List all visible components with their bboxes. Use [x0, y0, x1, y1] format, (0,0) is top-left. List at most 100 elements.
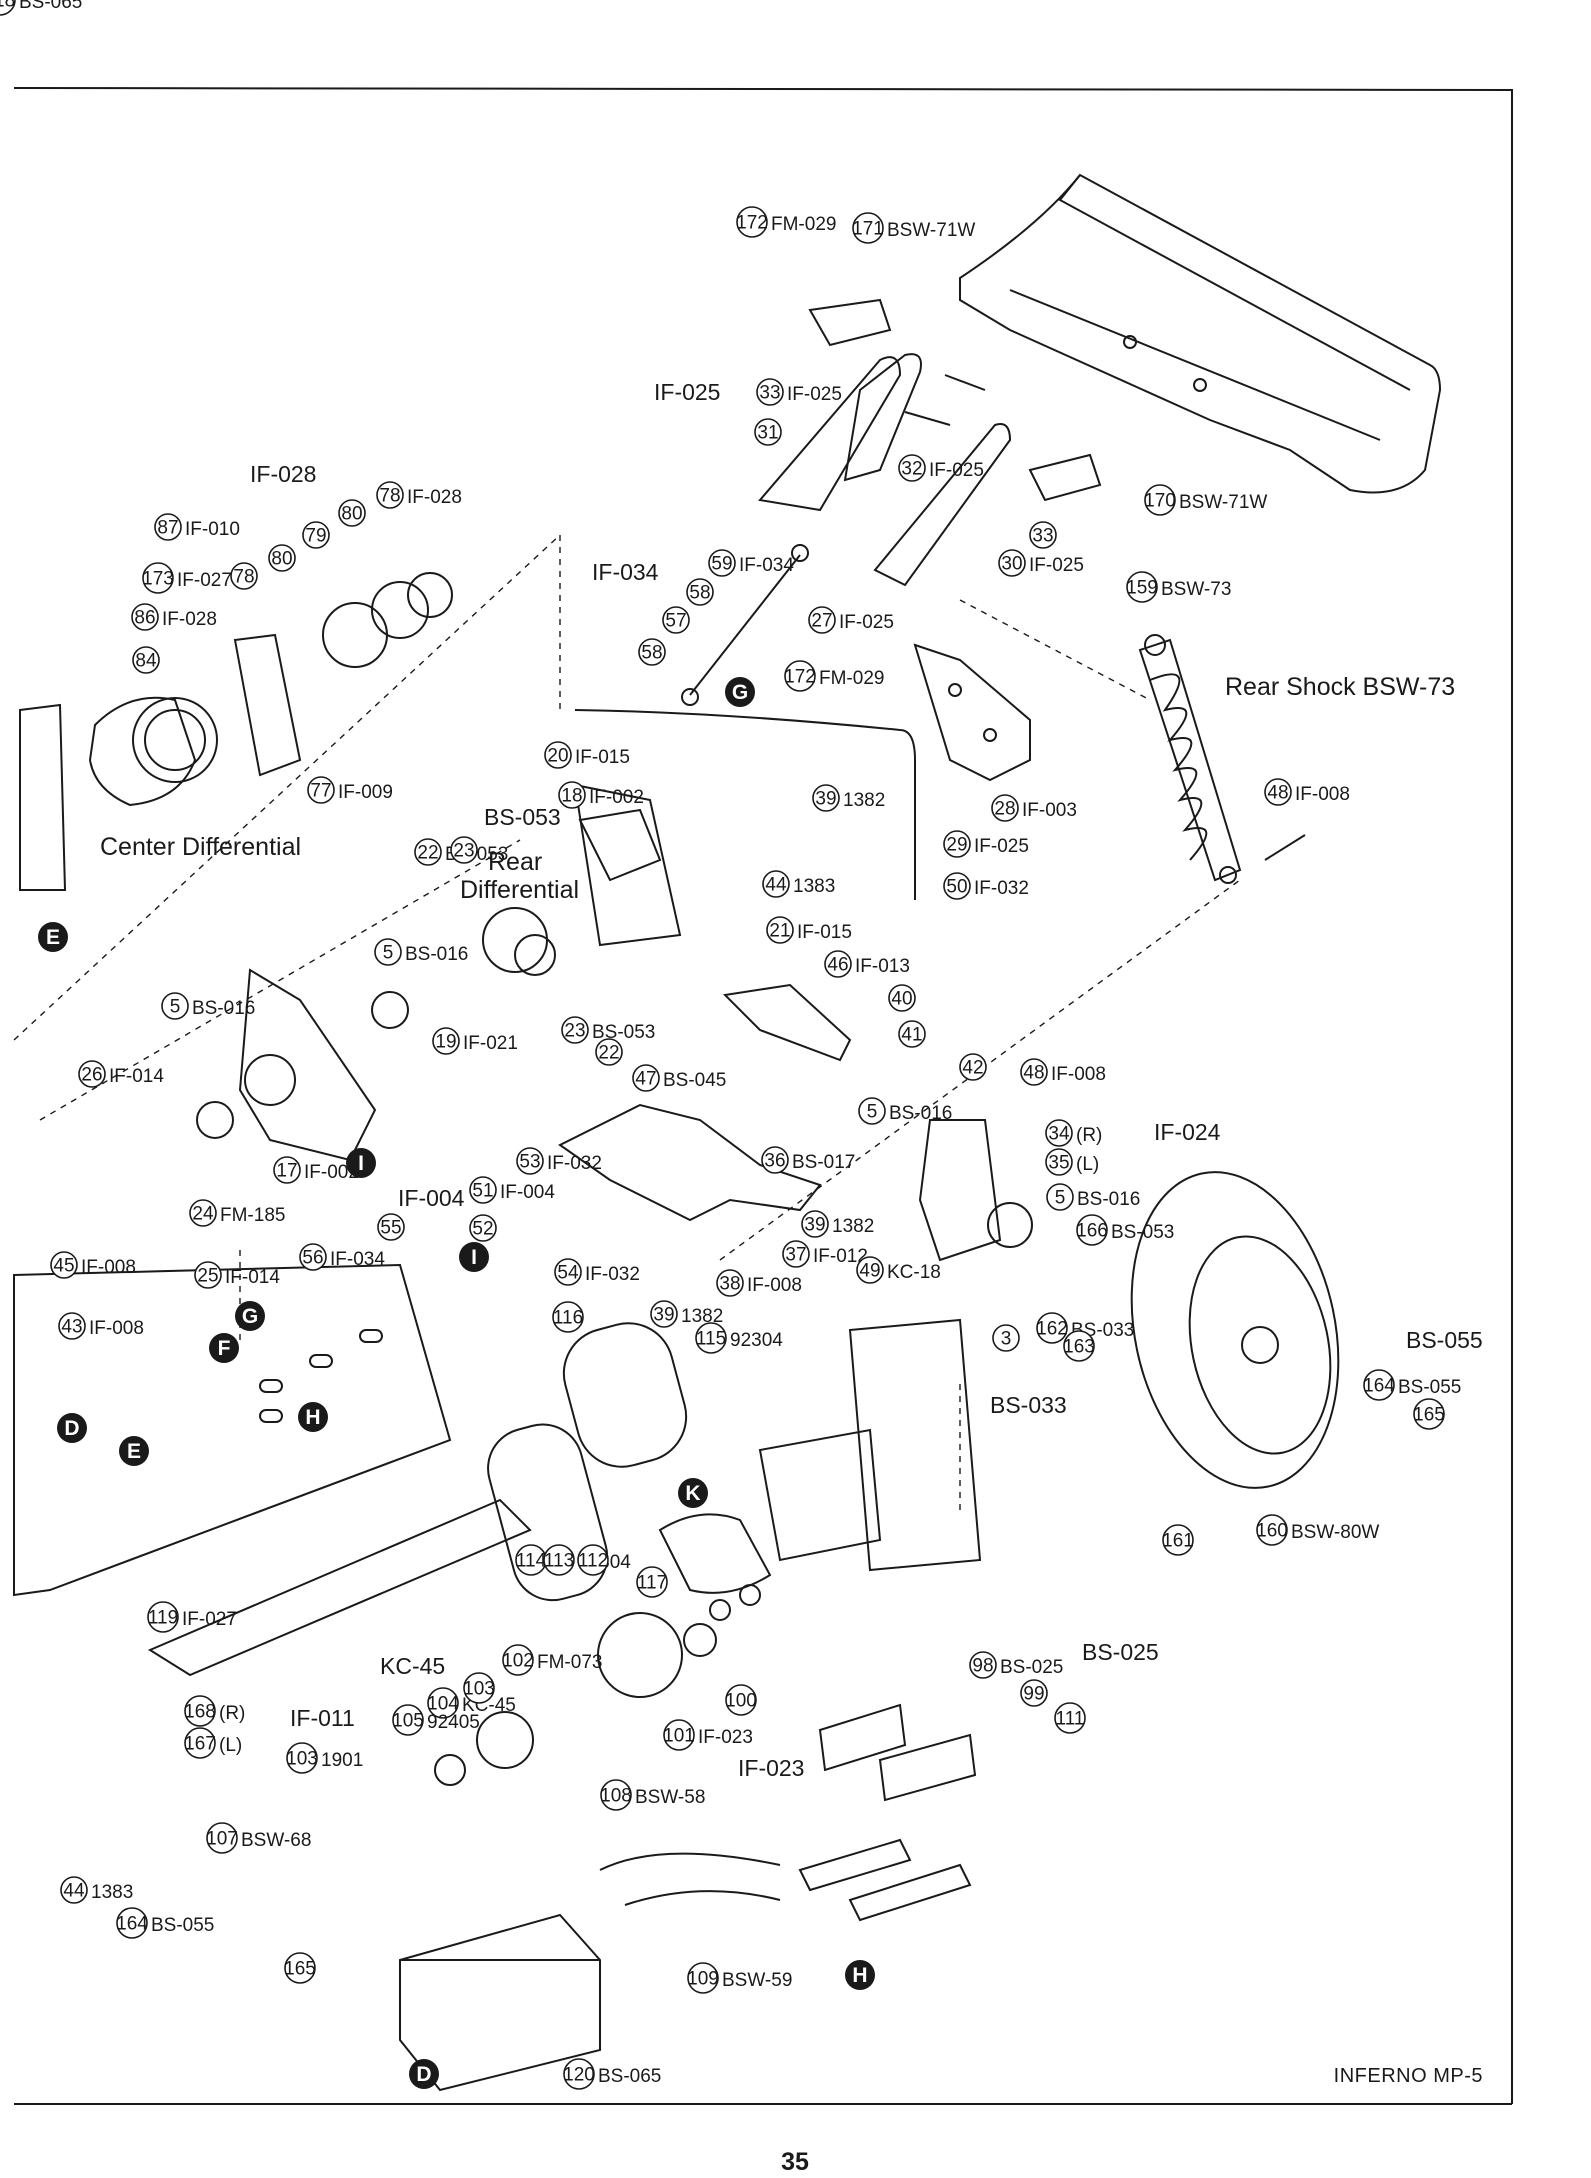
part-number: 107: [206, 1829, 238, 1850]
part-number-circle: [998, 549, 1026, 577]
part-code: IF-014: [225, 1267, 280, 1288]
part-number: 58: [641, 643, 662, 664]
part-number: 49: [859, 1261, 880, 1282]
part-number-circle: [1036, 1312, 1068, 1344]
part-number-circle: [663, 1719, 695, 1751]
footer-title: INFERNO MP-5: [1333, 2065, 1483, 2087]
part-number: 116: [553, 1308, 583, 1329]
svg-text:I: I: [471, 1246, 477, 1269]
part-number: 19: [435, 1032, 456, 1053]
part-callout: 35(L): [1045, 1148, 1099, 1176]
part-number-circle: [1029, 521, 1057, 549]
part-number: 59: [711, 554, 732, 575]
part-code: IF-003: [1022, 800, 1077, 821]
part-code: IF-028: [407, 487, 462, 508]
part-callout: 111: [1054, 1702, 1086, 1734]
part-code: BS-016: [1077, 1189, 1140, 1210]
part-number: 20: [547, 746, 568, 767]
part-number-circle: [273, 1156, 301, 1184]
part-number: 78: [233, 567, 254, 588]
part-code: IF-002: [304, 1162, 359, 1183]
part-code: IF-032: [547, 1153, 602, 1174]
part-number-circle: [0, 0, 16, 16]
part-number: 58: [689, 583, 710, 604]
part-number-circle: [338, 499, 366, 527]
part-number: 173: [142, 569, 174, 590]
part-number-circle: [142, 562, 174, 594]
part-code: (R): [219, 1703, 245, 1724]
part-code: IF-025: [974, 836, 1029, 857]
part-number: 103: [463, 1679, 495, 1700]
part-callout: 163: [1063, 1330, 1095, 1362]
part-number: 87: [157, 518, 178, 539]
part-number-circle: [377, 1213, 405, 1241]
part-number: 39: [804, 1215, 825, 1236]
part-number: 3: [1001, 1329, 1012, 1350]
part-number: 104: [427, 1694, 459, 1715]
engine: [658, 1318, 982, 1594]
part-number-circle: [1020, 1058, 1048, 1086]
part-number: 111: [1056, 1709, 1085, 1730]
assembly-marker: F: [209, 1333, 239, 1363]
svg-text:H: H: [852, 1964, 867, 1987]
part-callout: 52: [469, 1214, 497, 1242]
part-number-circle: [725, 1684, 757, 1716]
rear-wheel: [1130, 1171, 1340, 1489]
skid-parts: [798, 1703, 977, 1922]
part-number: 86: [134, 608, 155, 629]
part-number: 44: [765, 875, 787, 896]
part-number-circle: [543, 1544, 575, 1576]
group-label: BS-025: [1082, 1639, 1159, 1665]
group-label: BS-055: [1406, 1327, 1483, 1353]
part-code: BSW-68: [241, 1830, 311, 1851]
part-number: 57: [665, 611, 686, 632]
sway-bar: [574, 709, 916, 900]
part-number-circle: [544, 741, 572, 769]
part-number-circle: [552, 1301, 584, 1333]
part-code: IF-025: [929, 460, 984, 481]
part-callout: 165: [284, 1952, 316, 1984]
part-callout: 57: [662, 606, 690, 634]
part-code: FM-185: [220, 1205, 285, 1226]
part-number-circle: [463, 1672, 495, 1704]
part-callout: 79: [302, 521, 330, 549]
part-callout: 161: [1162, 1524, 1194, 1556]
part-code: FM-073: [537, 1652, 602, 1673]
page-frame: [13, 87, 1513, 2104]
part-number: 5: [170, 997, 181, 1018]
group-label: IF-024: [1154, 1119, 1221, 1145]
svg-text:D: D: [64, 1417, 79, 1440]
part-number-circle: [131, 603, 159, 631]
part-code: BS-025: [1000, 1657, 1063, 1678]
part-number-circle: [638, 638, 666, 666]
part-code: 1383: [91, 1882, 133, 1903]
part-number-circle: [784, 660, 816, 692]
part-number: 120: [563, 2065, 595, 2086]
part-number-circle: [60, 1876, 88, 1904]
assembly-marker: I: [346, 1148, 376, 1178]
part-code: IF-012: [813, 1246, 868, 1267]
part-code: IF-027: [182, 1609, 237, 1630]
